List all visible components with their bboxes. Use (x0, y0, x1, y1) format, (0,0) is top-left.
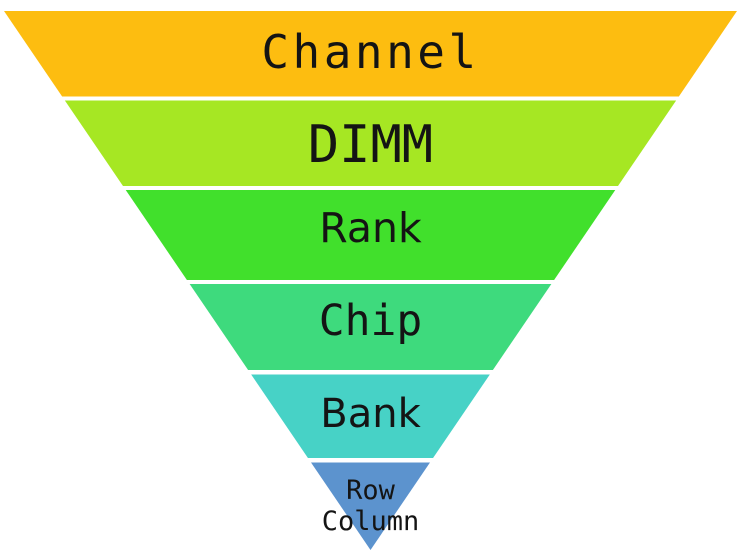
pyramid-label-row-column-column: Column (322, 506, 420, 537)
pyramid-label-rank: Rank (319, 204, 422, 252)
pyramid-label-channel: Channel (261, 25, 479, 79)
pyramid-label-dimm: DIMM (308, 115, 433, 175)
pyramid-label-row-column-row: Row (346, 475, 396, 506)
pyramid-label-bank: Bank (320, 391, 421, 437)
pyramid-segment-chip (189, 284, 552, 370)
pyramid-segment-bank (251, 374, 490, 458)
pyramid-segment-row-column (311, 462, 430, 550)
pyramid-segment-channel (4, 11, 737, 97)
pyramid-label-chip: Chip (319, 296, 423, 346)
pyramid-segment-rank (125, 190, 616, 280)
pyramid-segment-dimm (64, 100, 677, 186)
